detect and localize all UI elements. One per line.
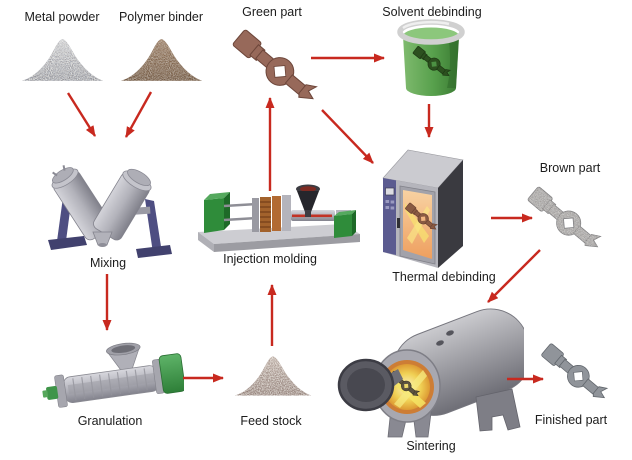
green-part-icon — [229, 25, 323, 110]
label-feed-stock: Feed stock — [240, 414, 302, 428]
label-thermal-debinding: Thermal debinding — [392, 270, 496, 284]
label-polymer-binder: Polymer binder — [118, 10, 204, 24]
label-brown-part: Brown part — [539, 161, 601, 175]
thermal-debinding-oven-icon — [382, 149, 464, 268]
solvent-beaker-icon — [397, 19, 465, 96]
label-mixing: Mixing — [89, 256, 127, 270]
polymer-binder-pile-icon — [120, 39, 203, 81]
label-injection-molding: Injection molding — [223, 252, 317, 266]
label-finished-part: Finished part — [534, 413, 608, 427]
brown-part-icon — [524, 183, 606, 257]
finished-part-icon — [538, 340, 612, 407]
feed-stock-pile-icon — [234, 356, 312, 396]
arrow-polymer-binder-to-mixing — [124, 91, 153, 138]
mixing-v-blender-icon — [48, 165, 172, 258]
label-granulation: Granulation — [77, 414, 143, 428]
sintering-furnace-icon — [337, 308, 524, 438]
label-sintering: Sintering — [406, 439, 456, 453]
granulation-extruder-icon — [42, 342, 184, 408]
label-solvent-debinding: Solvent debinding — [382, 5, 482, 19]
label-green-part: Green part — [242, 5, 302, 19]
arrow-green-part-to-thermal-debinding — [321, 109, 374, 164]
arrow-metal-powder-to-mixing — [66, 92, 97, 137]
metal-powder-pile-icon — [21, 39, 104, 81]
injection-molding-machine-icon — [198, 184, 360, 252]
label-metal-powder: Metal powder — [24, 10, 100, 24]
